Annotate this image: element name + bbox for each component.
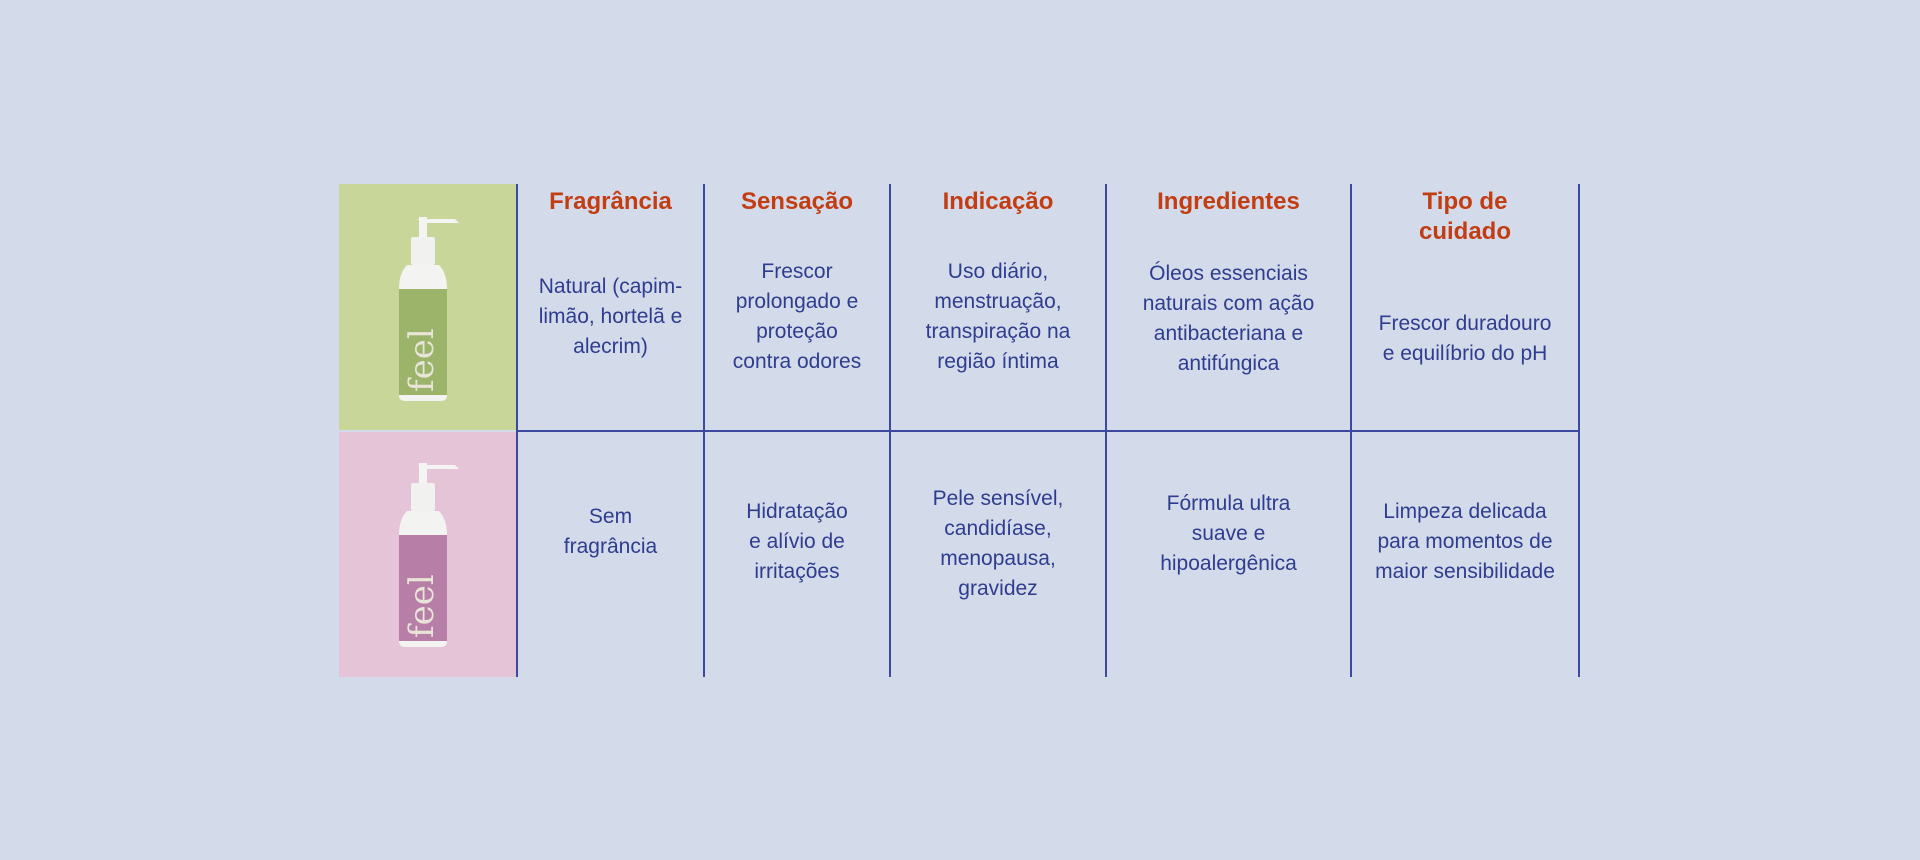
product-image-green: feel bbox=[339, 184, 517, 430]
cell: Frescor prolongado e proteção contra odo… bbox=[732, 260, 862, 373]
cell: Hidratação e alívio de irritações bbox=[746, 500, 848, 583]
cell: Fórmula ultra suave e hipoalergênica bbox=[1160, 492, 1297, 575]
header-indicacao: Indicação bbox=[942, 188, 1054, 215]
comparison-table: feel feel Fragrância Sensação Indicação … bbox=[339, 184, 1580, 677]
cell: Óleos essenciais naturais com ação antib… bbox=[1142, 262, 1315, 375]
cell: Pele sensível, candidíase, menopausa, gr… bbox=[932, 487, 1064, 600]
cell: Natural (capim-limão, hortelã e alecrim) bbox=[538, 275, 683, 358]
cell: Limpeza delicada para momentos de maior … bbox=[1375, 500, 1555, 583]
product-image-pink: feel bbox=[339, 432, 517, 677]
header-tipo-de-cuidado: Tipo de cuidado bbox=[1418, 188, 1511, 245]
header-fragrancia: Fragrância bbox=[549, 188, 672, 215]
brand-logo: feel bbox=[402, 328, 442, 392]
bottle-icon: feel bbox=[399, 463, 459, 647]
bottle-icon: feel bbox=[399, 217, 459, 401]
header-sensacao: Sensação bbox=[740, 188, 854, 215]
header-ingredientes: Ingredientes bbox=[1157, 188, 1300, 215]
cell: Uso diário, menstruação, transpiração na… bbox=[925, 260, 1071, 373]
brand-logo: feel bbox=[402, 574, 442, 638]
cell: Frescor duradouro e equilíbrio do pH bbox=[1378, 312, 1552, 365]
cell: Sem fragrância bbox=[563, 505, 658, 558]
row-divider bbox=[517, 430, 1580, 432]
